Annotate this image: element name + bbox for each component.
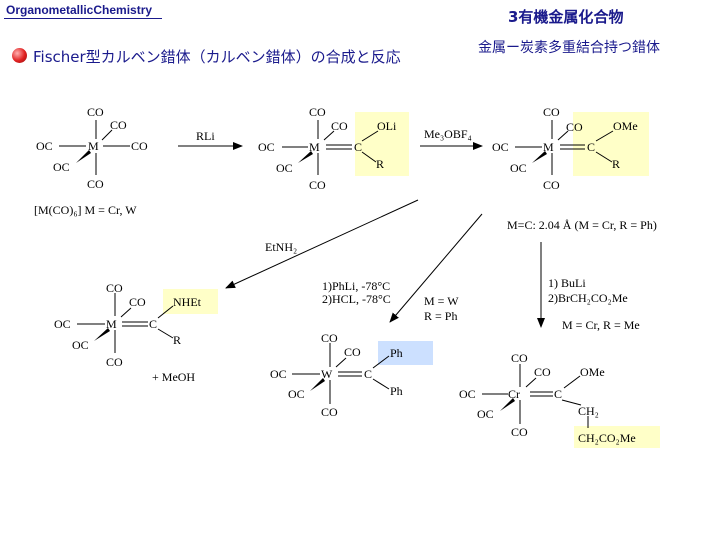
complex-aminocarbene: CO CO NHEt OC M C OC R CO [54,281,202,369]
co-ligand: CO [321,405,338,419]
co-ligand: CO [106,355,123,369]
oc-ligand: OC [288,387,305,401]
highlight-nhet [163,289,218,314]
co-ligand: CO [110,118,127,132]
highlight-ph [378,341,433,365]
co-ligand: CO [106,281,123,295]
substituent-r: R [376,157,384,171]
reagent-buli: 1) BuLi [548,276,586,290]
condition-r-ph: R = Ph [424,309,457,323]
course-header: OrganometallicChemistry [6,3,153,17]
complex-diphenylcarbene: CO CO Ph OC W C OC Ph CO [270,331,403,419]
oc-ligand: OC [459,387,476,401]
substituent-r: R [612,157,620,171]
reagent-rli: RLi [196,129,215,143]
header-rule [4,18,162,19]
substituent-ph: Ph [390,346,403,360]
oc-ligand: OC [53,160,70,174]
slide-subtitle: 金属ー炭素多重結合持つ錯体 [478,40,660,56]
co-ligand: CO [87,177,104,191]
co-ligand: CO [543,105,560,119]
co-ligand: CO [309,178,326,192]
reagent-etnh2: EtNH₂ [265,240,297,254]
arrow-etnh2 [225,199,419,289]
bond-length-info: M=C: 2.04 Å (M = Cr, R = Ph) [507,218,657,232]
co-ligand: CO [129,295,146,309]
reagent-me3obf4: Me₃OBF₄ [424,127,472,141]
co-ligand: CO [543,178,560,192]
carbene-carbon: C [354,140,362,154]
reagent-phli: 1)PhLi, -78°C [322,279,390,293]
metal-m: M [88,139,99,153]
metal-m: M [543,140,554,154]
carbene-carbon: C [364,367,372,381]
oc-ligand: OC [276,161,293,175]
metal-m: M [309,140,320,154]
co-ligand: CO [87,105,104,119]
slide-title: Fischer型カルベン錯体（カルベン錯体）の合成と反応 [33,48,401,66]
condition-cr-me: M = Cr, R = Me [562,318,640,332]
co-ligand: CO [131,139,148,153]
substituent-ome: OMe [580,365,605,379]
substituent-ome: OMe [613,119,638,133]
oc-ligand: OC [258,140,275,154]
co-ligand: CO [309,105,326,119]
highlight-ch2co2me [574,426,660,448]
co-ligand: CO [511,351,528,365]
chapter-header: 3有機金属化合物 [508,8,624,26]
complex-methoxycarbene: CO CO OMe OC M C OC R CO [492,105,638,192]
substituent-r: R [173,333,181,347]
substituent-ph: Ph [390,384,403,398]
arrow-phli [389,213,483,323]
carbene-carbon: C [554,387,562,401]
co-ligand: CO [534,365,551,379]
co-ligand: CO [566,120,583,134]
oc-ligand: OC [510,161,527,175]
oc-ligand: OC [54,317,71,331]
metal-cr: Cr [508,387,520,401]
co-ligand: CO [321,331,338,345]
carbene-carbon: C [149,317,157,331]
highlight-oli [355,112,409,176]
complex-alkylated-carbene: CO CO OMe OC Cr C OC CH₂ CO CH₂CO₂Me [459,351,636,445]
reagent-brch2co2me: 2)BrCH₂CO₂Me [548,291,628,305]
byproduct-meoh: + MeOH [152,370,195,384]
substituent-oli: OLi [377,119,397,133]
substituent-ch2: CH₂ [578,404,599,418]
carbene-carbon: C [587,140,595,154]
co-ligand: CO [331,119,348,133]
complex-acylate: CO CO OLi OC M C OC R CO [258,105,397,192]
condition-m-w: M = W [424,294,459,308]
co-ligand: CO [344,345,361,359]
substituent-nhet: NHEt [173,295,202,309]
oc-ligand: OC [270,367,287,381]
substituent-ch2co2me: CH₂CO₂Me [578,431,636,445]
oc-ligand: OC [72,338,89,352]
highlight-ome [573,112,649,176]
oc-ligand: OC [477,407,494,421]
oc-ligand: OC [36,139,53,153]
metal-w: W [321,367,333,381]
bullet-icon [12,48,27,63]
reagent-hcl: 2)HCL, -78°C [322,292,391,306]
oc-ligand: OC [492,140,509,154]
metal-m: M [106,317,117,331]
start-formula: [M(CO)₆] M = Cr, W [34,203,137,217]
co-ligand: CO [511,425,528,439]
complex-m-co6: CO CO OC M CO OC CO [36,105,148,191]
